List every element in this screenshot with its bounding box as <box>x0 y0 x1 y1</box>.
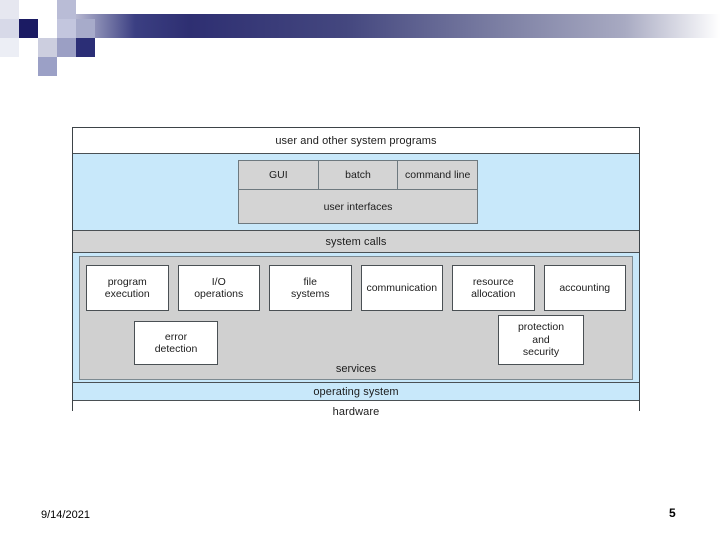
square-soft-4 <box>57 0 76 19</box>
user-interfaces-region: GUI batch command line user interfaces <box>73 154 639 231</box>
os-services-diagram: user and other system programs GUI batch… <box>72 127 640 423</box>
service-box-communication: communication <box>360 265 443 311</box>
square-soft-12 <box>38 38 57 57</box>
footer-slide-number: 5 <box>669 506 676 520</box>
band-user-and-other-system-programs: user and other system programs <box>73 128 639 154</box>
services-panel-label: services <box>335 363 377 375</box>
ui-cell-command-line: command line <box>404 169 471 181</box>
square-navy-6 <box>19 19 38 38</box>
square-soft-3 <box>38 0 57 19</box>
square-white-7 <box>38 19 57 38</box>
band-hardware: hardware <box>73 401 639 423</box>
header-banner <box>0 0 720 76</box>
square-pale-1 <box>0 0 19 19</box>
user-interfaces-cell-row: GUI batch command line <box>239 161 477 190</box>
square-soft-8 <box>57 19 76 38</box>
service-box-accounting: accounting <box>543 265 626 311</box>
user-interfaces-box: GUI batch command line user interfaces <box>238 160 478 224</box>
square-soft-15 <box>38 57 57 76</box>
band-operating-system: operating system <box>73 383 639 401</box>
square-soft-9 <box>76 19 95 38</box>
square-white-11 <box>19 38 38 57</box>
gradient-bar <box>40 14 720 38</box>
ui-cell-gui: GUI <box>239 161 319 189</box>
square-navy-14 <box>76 38 95 57</box>
square-soft-13 <box>57 38 76 57</box>
square-pale-2 <box>19 0 38 19</box>
user-interfaces-group-label: user interfaces <box>323 201 393 213</box>
square-pale-5 <box>0 19 19 38</box>
band-system-calls: system calls <box>73 231 639 253</box>
square-pale-10 <box>0 38 19 57</box>
ui-cell-batch: batch <box>319 161 399 189</box>
footer-date: 9/14/2021 <box>41 509 90 521</box>
